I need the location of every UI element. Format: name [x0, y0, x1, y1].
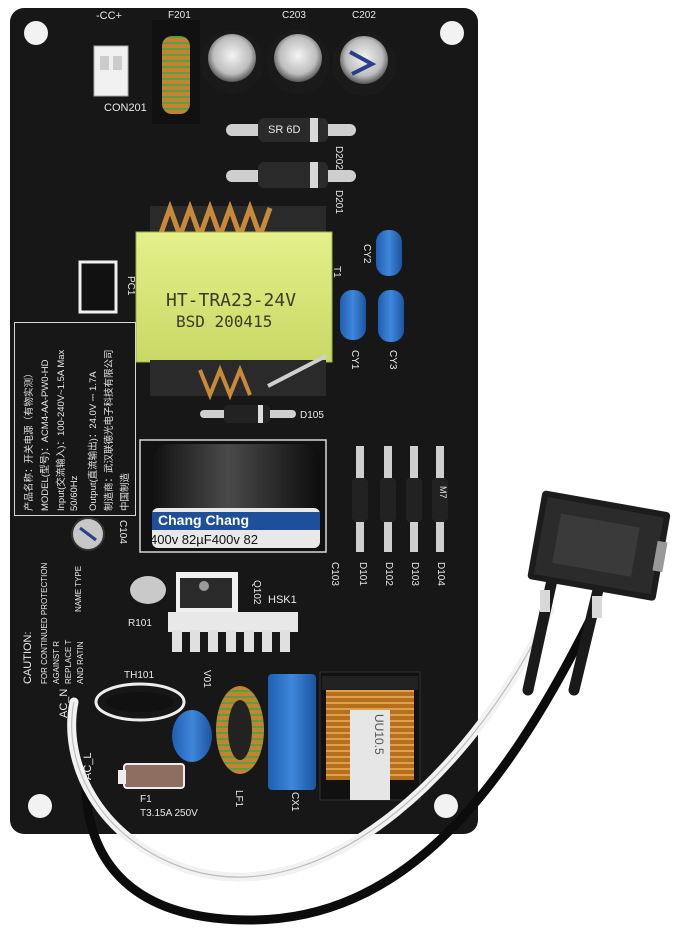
transformer-text-line-2: BSD 200415 — [176, 312, 273, 331]
label-c202: C202 — [352, 10, 376, 21]
label-d101: D101 — [357, 562, 368, 586]
product-label-line: Input(交流输入)：100-240V~1.5A Max — [56, 349, 67, 511]
mounting-hole — [440, 21, 464, 45]
fuse-f1 — [123, 763, 185, 789]
common-mode-choke — [319, 671, 421, 801]
bulk-cap-rating: 400v 82µF400v 82 — [150, 532, 258, 547]
filter-coil-f201 — [162, 36, 190, 114]
bridge-diodes — [352, 446, 448, 552]
label-f201: F201 — [168, 10, 191, 21]
mounting-hole — [434, 794, 458, 818]
label-connector-pins: -CC+ — [96, 10, 122, 22]
label-d102: D102 — [383, 562, 394, 586]
label-t1: T1 — [331, 266, 342, 278]
label-d105: D105 — [300, 410, 324, 421]
product-label-line: 产品名称：开关电源（有物实测） — [24, 368, 35, 511]
mosfet-heatsink — [168, 572, 298, 652]
product-label-line: Output(直流输出)：24.0V ⎓ 1.7A — [88, 371, 99, 511]
connector-con201 — [93, 45, 129, 97]
bridge-diode-marking: M7 — [438, 486, 448, 499]
varistor-v01 — [172, 710, 212, 762]
label-f1: F1 — [140, 794, 152, 805]
label-th101: TH101 — [124, 670, 155, 681]
label-diode-marking: SR 6D — [268, 124, 301, 136]
mounting-hole — [28, 794, 52, 818]
label-d104: D104 — [435, 562, 446, 586]
label-cx1: CX1 — [289, 792, 300, 812]
output-capacitors — [200, 30, 396, 96]
optocoupler-pc1 — [78, 260, 118, 314]
label-con201: CON201 — [104, 102, 147, 114]
label-r101: R101 — [128, 618, 152, 629]
power-rocker-switch — [527, 490, 671, 601]
label-cy3: CY3 — [387, 350, 398, 370]
label-caution: CAUTION: — [22, 631, 34, 684]
label-pc1: PC1 — [125, 276, 136, 296]
label-hsk1: HSK1 — [268, 594, 297, 606]
y-capacitors — [340, 230, 404, 342]
product-label-box: 产品名称：开关电源（有物实测） MODEL(型号)：ACM4-AA-PW0-HD… — [14, 322, 136, 516]
resistor-r101 — [130, 576, 166, 604]
label-cy2: CY2 — [361, 244, 372, 264]
caution-line-3: REPLACE T — [64, 639, 73, 684]
capacitor-cx1 — [268, 674, 316, 790]
bulk-cap-brand: Chang Chang — [158, 512, 249, 528]
thermistor-th101 — [94, 682, 186, 722]
label-ac-n: AC_N — [58, 688, 70, 718]
product-label-line: 中国制造 — [120, 472, 131, 511]
label-d103: D103 — [409, 562, 420, 586]
label-q102: Q102 — [251, 580, 262, 605]
ac-wire-black — [81, 615, 595, 925]
label-lf1: LF1 — [233, 790, 244, 808]
label-c203: C203 — [282, 10, 306, 21]
label-name-type: NAME TYPE — [74, 565, 83, 612]
product-label-line: 制造商：武汉联德光电子科技有限公司 — [104, 349, 115, 511]
transformer-text-line-1: HT-TRA23-24V — [166, 290, 297, 311]
label-choke: UU10.5 — [372, 714, 386, 755]
bulk-capacitor — [139, 439, 327, 553]
label-ac-l: AC_L — [82, 752, 94, 780]
label-cy1: CY1 — [349, 350, 360, 370]
mounting-hole — [24, 21, 48, 45]
label-d202: D202 — [333, 146, 344, 170]
label-c103: C103 — [329, 562, 340, 586]
caution-line-2: AGAINST R — [52, 641, 61, 684]
label-d201: D201 — [333, 190, 344, 214]
rectifier-diodes — [226, 118, 356, 188]
label-fuse-rating: T3.15A 250V — [140, 808, 198, 819]
transformer-t1 — [135, 200, 333, 401]
product-label-line: 50/60Hz — [69, 475, 80, 511]
product-label-line: MODEL(型号)：ACM4-AA-PW0-HD — [40, 359, 51, 511]
caution-line-4: AND RATIN — [76, 641, 85, 684]
label-c104: C104 — [117, 520, 128, 544]
label-v01: V01 — [201, 670, 212, 688]
caution-line-1: FOR CONTINUED PROTECTION — [40, 562, 49, 684]
